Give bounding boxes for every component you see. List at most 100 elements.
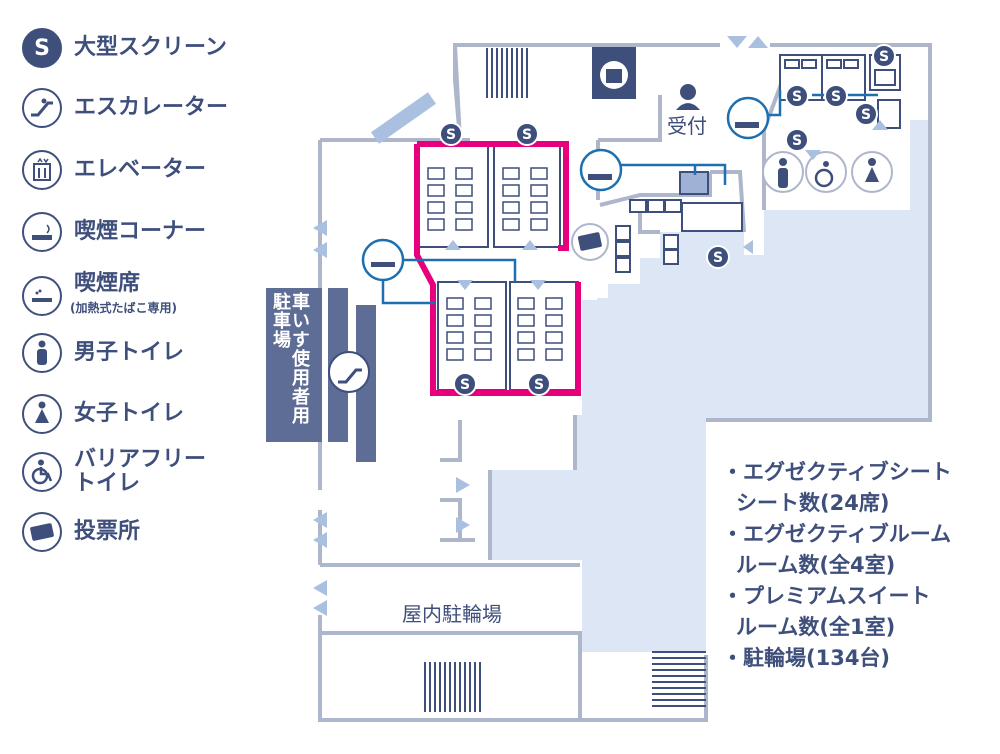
- info-executive-room: ・エグゼクティブルーム: [722, 522, 952, 546]
- kiosk: [615, 171, 743, 273]
- accessible-toilet-label: バリアフリー: [74, 447, 207, 472]
- toilet-icons: [762, 151, 893, 193]
- screen-marks: S S S S S S S S S S: [439, 44, 896, 396]
- info-executive-seat: ・エグゼクティブシート: [722, 460, 952, 484]
- accessible-toilet-label-2: トイレ: [74, 471, 141, 496]
- screen-marker-label: S: [879, 49, 889, 65]
- seat: [530, 218, 548, 231]
- female-toilet-icon: [22, 394, 62, 434]
- screen-marker: [453, 372, 477, 396]
- entrance-arrows: [313, 36, 888, 616]
- screen-marker: [785, 128, 809, 152]
- info-suite-count: ルーム数(全1室): [736, 615, 896, 639]
- seat: [502, 218, 520, 231]
- legend-item-accessible-toilet: バリアフリー トイレ: [22, 448, 206, 496]
- seat: [455, 184, 473, 197]
- seat: [455, 218, 473, 231]
- seat: [474, 331, 492, 344]
- legend-item-smoking-corner: 喫煙コーナー: [22, 212, 206, 252]
- screen-marker: [515, 122, 539, 146]
- seat: [427, 184, 445, 197]
- smoking-corner-map-icon: [579, 148, 623, 192]
- screen-marker: [706, 245, 730, 269]
- executive-seat-highlight: [414, 141, 581, 396]
- screen-marker-label: S: [446, 127, 456, 143]
- seat: [446, 348, 464, 361]
- seat: [502, 167, 520, 180]
- stairs-bottom: [424, 662, 481, 712]
- seat: [427, 167, 445, 180]
- seat: [427, 201, 445, 214]
- smoking-seat-sublabel: (加熱式たばこ専用): [70, 301, 177, 315]
- screen-marker: [785, 84, 809, 108]
- executive-rooms: [779, 54, 901, 129]
- screen-marker-label: S: [522, 127, 532, 143]
- screen-marker-label: S: [534, 377, 544, 393]
- seat: [530, 167, 548, 180]
- smoking-corner-map-icon-2: [726, 96, 770, 140]
- screen-marker: [872, 44, 896, 68]
- smoking-seat-label: 喫煙席: [74, 271, 141, 296]
- screen-marker-label: S: [713, 250, 723, 266]
- ramp: [370, 92, 437, 144]
- indoor-bicycle-parking-label: 屋内駐輪場: [402, 602, 502, 626]
- male-toilet-icon: [22, 333, 62, 373]
- seat: [446, 331, 464, 344]
- seat: [545, 314, 563, 327]
- parking-label: 駐車場: [270, 292, 291, 349]
- smoking-seat-map-icon: [361, 238, 405, 282]
- legend-item-escalator: エスカレーター: [22, 88, 228, 128]
- seat: [427, 218, 445, 231]
- screen-marker: [439, 122, 463, 146]
- seat: [455, 167, 473, 180]
- info-premium-suite: ・プレミアムスイート: [722, 584, 931, 608]
- reception-icon: [676, 84, 700, 110]
- facility-info: ・エグゼクティブシート シート数(24席) ・エグゼクティブルーム ルーム数(全…: [722, 457, 992, 674]
- seat: [545, 297, 563, 310]
- screen-marker: [854, 102, 878, 126]
- concourse-area: [490, 120, 930, 652]
- legend-item-ballot: 投票所: [22, 512, 140, 552]
- info-room-count: ルーム数(全4室): [736, 553, 896, 577]
- screen-marker: [527, 372, 551, 396]
- screen-marker-label: S: [792, 133, 802, 149]
- seat: [455, 201, 473, 214]
- seat: [517, 348, 535, 361]
- seat: [502, 184, 520, 197]
- stairs-right: [652, 651, 706, 707]
- seat: [517, 297, 535, 310]
- seat: [502, 201, 520, 214]
- seat: [446, 297, 464, 310]
- ballot-icon: [22, 512, 62, 552]
- executive-seats: [427, 167, 563, 361]
- smoking-seat-icon: [22, 276, 62, 316]
- seat: [545, 348, 563, 361]
- ballot-map-icon: [571, 223, 609, 261]
- seat: [530, 184, 548, 197]
- seat: [517, 331, 535, 344]
- reception-label: 受付: [667, 114, 707, 138]
- wheelchair-parking-label: 車いす使用者用: [289, 292, 310, 425]
- screen-marker-label: S: [831, 89, 841, 105]
- screen-marker-label: S: [792, 89, 802, 105]
- info-bicycle-parking: ・駐輪場(134台): [722, 646, 891, 670]
- seat: [517, 314, 535, 327]
- screen-marker-label: S: [861, 107, 871, 123]
- smoking-connectors: [381, 90, 878, 305]
- seat: [545, 331, 563, 344]
- screen-s-icon: S: [22, 28, 62, 68]
- smoking-corner-icon: [22, 212, 62, 252]
- legend-item-elevator: エレベーター: [22, 150, 206, 190]
- legend-item-screen: S 大型スクリーン: [22, 28, 227, 68]
- seat: [474, 314, 492, 327]
- legend-item-smoking-seat: 喫煙席 (加熱式たばこ専用): [22, 272, 177, 320]
- seat: [474, 348, 492, 361]
- legend-item-female-toilet: 女子トイレ: [22, 394, 184, 434]
- screen-marker-label: S: [460, 377, 470, 393]
- seat: [446, 314, 464, 327]
- legend-item-male-toilet: 男子トイレ: [22, 333, 184, 373]
- escalator-map-icon: [328, 351, 370, 393]
- escalator-icon: [22, 88, 62, 128]
- accessible-toilet-icon: [22, 452, 62, 492]
